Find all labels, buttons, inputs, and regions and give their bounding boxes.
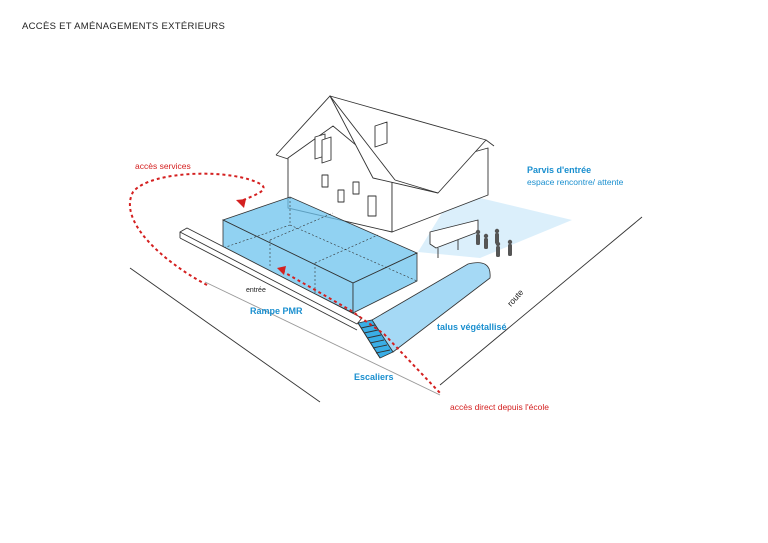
path-acces-services	[129, 172, 265, 286]
stairs	[357, 319, 394, 359]
arrow-services	[236, 199, 246, 208]
house	[275, 95, 495, 258]
person-icon	[507, 239, 513, 256]
label-talus: talus végétallisé	[437, 322, 507, 332]
label-escaliers: Escaliers	[354, 372, 394, 382]
label-parvis-title: Parvis d'entrée	[527, 165, 591, 175]
people	[475, 228, 513, 257]
label-rampe-pmr: Rampe PMR	[250, 306, 303, 316]
talus-vegetalise	[371, 262, 491, 353]
label-route: route	[505, 287, 526, 308]
parvis-area	[418, 192, 572, 258]
label-parvis-subtitle: espace rencontre/ attente	[527, 177, 624, 187]
arrow-entree	[277, 266, 286, 275]
person-icon	[475, 229, 481, 245]
label-entree: entrée	[246, 287, 266, 294]
label-acces-ecole: accès direct depuis l'école	[450, 402, 549, 412]
label-acces-services: accès services	[135, 161, 191, 171]
page-title: ACCÈS ET AMÉNAGEMENTS EXTÉRIEURS	[22, 21, 225, 32]
person-icon	[483, 233, 489, 249]
blue-volume	[221, 196, 418, 314]
person-icon	[495, 241, 501, 257]
ramp-wall	[179, 227, 363, 331]
site-ground-lines	[129, 216, 643, 403]
person-icon	[494, 228, 500, 244]
